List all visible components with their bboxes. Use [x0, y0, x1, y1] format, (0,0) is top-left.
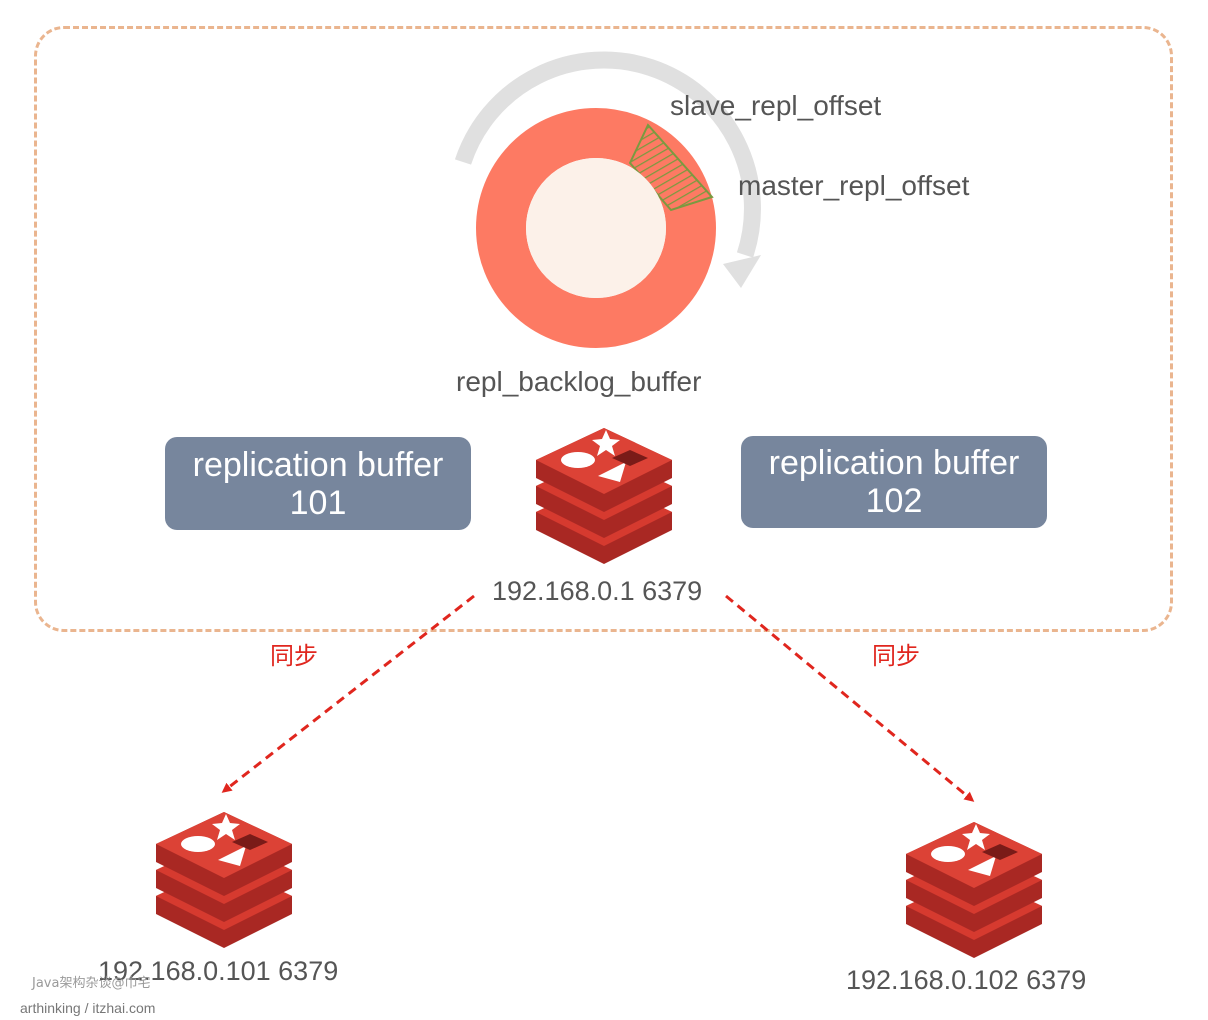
- replication-buffer-title: replication buffer: [192, 445, 444, 484]
- sync-label-left: 同步: [270, 642, 318, 670]
- slave-address-101: 192.168.0.101 6379: [98, 956, 339, 986]
- replication-buffer-id: 101: [289, 483, 347, 522]
- replication-buffer-id: 102: [865, 482, 923, 520]
- slave-address-102: 192.168.0.102 6379: [846, 965, 1087, 995]
- backlog-buffer-label: repl_backlog_buffer: [456, 366, 702, 397]
- rotation-arrow-icon: [454, 51, 761, 288]
- sync-arrow-right: [725, 594, 975, 802]
- sync-label-right: 同步: [872, 642, 920, 670]
- master-address: 192.168.0.1 6379: [492, 576, 703, 606]
- master-offset-label: master_repl_offset: [738, 170, 970, 201]
- redis-logo-icon: [156, 812, 292, 948]
- watermark-title: Java架构杂谈@巾宅: [32, 976, 151, 991]
- ring-buffer: [476, 108, 716, 348]
- slave-offset-label: slave_repl_offset: [670, 90, 882, 121]
- replication-buffer-101: replication buffer 101: [165, 437, 471, 530]
- redis-logo-icon: [906, 822, 1042, 958]
- master-frame: [34, 26, 1173, 632]
- replication-buffer-102: replication buffer 102: [741, 436, 1047, 528]
- backlog-segment: [628, 123, 714, 212]
- sync-arrow-left: [221, 594, 475, 793]
- ring-inner: [526, 158, 666, 298]
- redis-logo-icon: [536, 428, 672, 564]
- replication-buffer-title: replication buffer: [768, 444, 1020, 482]
- watermark-site: arthinking / itzhai.com: [20, 1000, 156, 1016]
